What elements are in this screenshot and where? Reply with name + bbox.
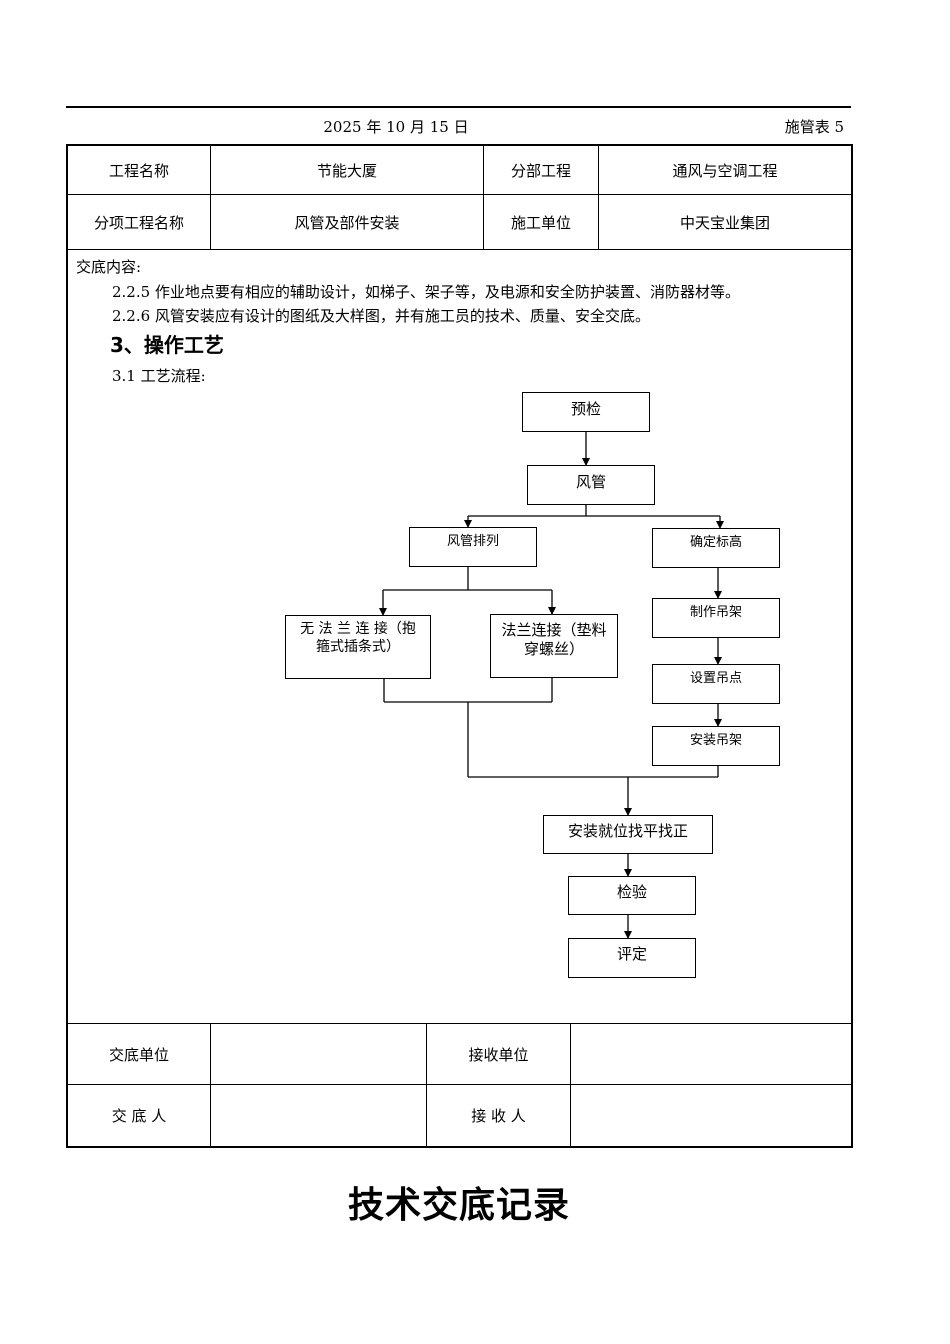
flow-box-duct: 风管 — [527, 465, 655, 505]
flow-box-install-hanger: 安装吊架 — [652, 726, 780, 766]
form-number: 施管表 5 — [784, 118, 844, 136]
project-name: 节能大厦 — [316, 161, 377, 180]
flow-box-arrange: 风管排列 — [409, 527, 537, 567]
giver-unit-label: 交底单位 — [108, 1045, 169, 1064]
date: 2025 年 10 月 15 日 — [323, 118, 469, 136]
content-label: 交底内容: — [76, 258, 142, 276]
subitem-value: 风管及部件安装 — [294, 213, 400, 232]
contractor-label: 施工单位 — [510, 213, 571, 232]
row-divider — [68, 1084, 851, 1085]
col-divider — [483, 146, 484, 249]
col-divider — [570, 1023, 571, 1146]
flow-box-noflange: 无 法 兰 连 接（抱箍式插条式） — [285, 615, 431, 679]
paragraph-2-2-5: 2.2.5 作业地点要有相应的辅助设计，如梯子、架子等，及电源和安全防护装置、消… — [112, 283, 740, 301]
paragraph-2-2-6: 2.2.6 风管安装应有设计的图纸及大样图，并有施工员的技术、质量、安全交底。 — [112, 307, 650, 325]
flow-box-set-point: 设置吊点 — [652, 664, 780, 704]
flow-box-install-level: 安装就位找平找正 — [543, 815, 713, 854]
subsection-label: 3.1 工艺流程: — [112, 367, 206, 385]
top-rule — [66, 106, 851, 108]
row-divider — [68, 194, 851, 195]
row-divider — [68, 1023, 851, 1024]
flow-box-inspect: 检验 — [568, 876, 696, 915]
col-divider — [210, 146, 211, 249]
col-divider — [426, 1023, 427, 1146]
subitem-label: 分项工程名称 — [93, 213, 184, 232]
flow-box-elevation: 确定标高 — [652, 528, 780, 568]
record-table: 工程名称 节能大厦 分部工程 通风与空调工程 分项工程名称 风管及部件安装 施工… — [66, 144, 853, 1148]
page-title: 技术交底记录 — [347, 1185, 570, 1226]
flow-box-make-hanger: 制作吊架 — [652, 598, 780, 638]
contractor-value: 中天宝业集团 — [679, 213, 770, 232]
division-value: 通风与空调工程 — [672, 161, 778, 180]
row-divider — [68, 249, 851, 250]
giver-label: 交 底 人 — [111, 1107, 167, 1125]
col-divider — [598, 146, 599, 249]
division-label: 分部工程 — [510, 161, 571, 180]
project-name-label: 工程名称 — [108, 161, 169, 180]
flow-box-flange: 法兰连接（垫料穿螺丝） — [490, 614, 618, 678]
receiver-label: 接 收 人 — [471, 1107, 526, 1125]
flow-box-evaluate: 评定 — [568, 938, 696, 978]
receiver-unit-label: 接收单位 — [468, 1045, 529, 1064]
flow-box-precheck: 预检 — [522, 392, 650, 432]
section-heading: 3、操作工艺 — [110, 333, 224, 357]
col-divider — [210, 1023, 211, 1146]
